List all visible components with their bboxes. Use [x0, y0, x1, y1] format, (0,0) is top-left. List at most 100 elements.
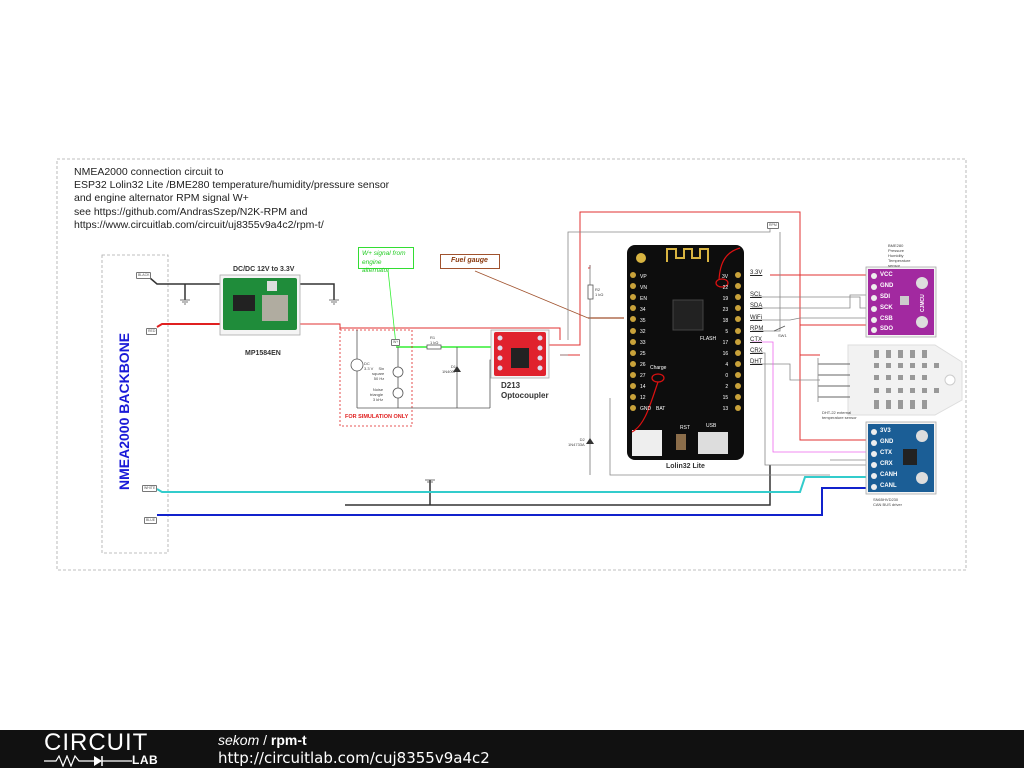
silk-label: 32 [640, 329, 646, 335]
net-label-w-plus: W+ [391, 339, 401, 346]
d2-zener [586, 438, 594, 444]
bme280-pads [871, 273, 877, 333]
can-pin-ctx: CTX [880, 450, 892, 456]
caption-line: Humidity [888, 253, 904, 258]
dcdc-inductor [262, 295, 288, 321]
can-pin-3v3: 3V3 [880, 428, 891, 434]
d1-value: 1N4007 [442, 369, 457, 374]
can-chip [903, 449, 917, 465]
silk-label: 35 [640, 318, 646, 324]
r1-name: R1 [430, 335, 436, 340]
d2-name: D2 [579, 437, 585, 442]
bme280-pin-sck: SCK [880, 305, 893, 311]
dht-body [847, 344, 963, 416]
caption-line: sensor [888, 263, 901, 268]
optocoupler-chip [511, 348, 529, 368]
description-line: ESP32 Lolin32 Lite /BME280 temperature/h… [74, 179, 390, 192]
r2-resistor [587, 284, 594, 300]
optocoupler-name: D213 [501, 381, 521, 390]
silk-label: VN [640, 285, 647, 291]
lolin-pins [630, 272, 741, 411]
bme280-hole [916, 277, 928, 289]
lolin-bat-connector [632, 430, 662, 456]
dht-mount-hole [944, 374, 956, 386]
silk-label: 3V [722, 274, 729, 280]
dcdc-pot [267, 281, 277, 291]
dcdc-title: DC/DC 12V to 3.3V [233, 266, 295, 273]
footer-title: sekom / rpm-t [218, 732, 307, 748]
lolin-usb-label: USB [706, 423, 717, 429]
caption-line: Pressure [888, 248, 905, 253]
square-source-freq: 50 Hz [373, 376, 385, 381]
lolin-esp32-chip [672, 299, 704, 331]
bme280-pin-csb: CSB [880, 316, 893, 322]
dc-source-name: DC [364, 361, 370, 366]
resistor-diode-logo-icon [44, 755, 132, 767]
silk-label: 15 [722, 395, 729, 401]
bme280-pin-gnd: GND [880, 283, 894, 289]
silk-label: 23 [722, 307, 729, 313]
lolin-mount-hole [636, 253, 646, 263]
net-label-blue: BLUE [144, 517, 158, 524]
bme280-pin-sdi: SDI [880, 294, 891, 300]
footer-username[interactable]: sekom [218, 732, 260, 748]
d1-name: D1 [450, 364, 457, 369]
silk-label: 2 [725, 384, 729, 390]
footer-url-link[interactable]: http://circuitlab.com/cuj8355v9a4c2 [218, 749, 490, 767]
square-source-type: square [372, 371, 385, 376]
r1-resistor [426, 344, 442, 350]
pin-label-ctx: CTX [750, 337, 762, 343]
description-line: and engine alternator RPM signal W+ [74, 192, 249, 205]
can-hole [916, 430, 928, 442]
lolin-led-highlight [715, 278, 729, 288]
silk-label: 0 [725, 373, 729, 379]
circuit-description: NMEA2000 connection circuit to ESP32 Lol… [74, 166, 389, 232]
dc-source-value: 3.3 V [364, 366, 374, 371]
bme280-hole [916, 316, 928, 328]
lolin-flash-label: FLASH [700, 336, 717, 342]
silk-label: 33 [640, 340, 646, 346]
silk-label: 26 [640, 362, 646, 368]
optocoupler-pads [497, 335, 543, 371]
backbone-title: NMEA2000 BACKBONE [116, 332, 132, 490]
description-line: https://www.circuitlab.com/circuit/uj835… [74, 218, 324, 231]
can-pin-canl: CANL [880, 483, 897, 489]
pin-label-3v3: 3.3V [750, 270, 763, 276]
silk-label: 22 [722, 285, 729, 291]
silk-label: GND [640, 406, 652, 412]
can-hole [916, 472, 928, 484]
w-signal-note: W+ signal from engine alternator [358, 247, 414, 274]
pin-label-dht: DHT [750, 359, 763, 365]
fuel-gauge-pointer [474, 270, 589, 319]
footer-project[interactable]: rpm-t [270, 732, 307, 748]
dcdc-part-label: MP1584EN [245, 350, 281, 357]
w-note-pointer [387, 269, 397, 346]
pin-label-sda: SDA [750, 303, 763, 309]
lolin-label: Lolin32 Lite [666, 463, 705, 470]
can-pin-gnd: GND [880, 439, 894, 445]
pin-label-scl: SCL [750, 292, 762, 298]
description-line: NMEA2000 connection circuit to [74, 166, 224, 178]
caption-line: DHT-22 external [822, 410, 852, 415]
circuitlab-logo-text[interactable]: CIRCUIT [44, 729, 149, 756]
lolin-bat-label: BAT [656, 406, 666, 412]
silk-label: 27 [640, 373, 646, 379]
silk-label: 13 [722, 406, 729, 412]
optocoupler-type: Optocoupler [501, 391, 549, 400]
footer-separator: / [259, 732, 271, 748]
lolin-charge-label: Charge [650, 365, 667, 371]
simulation-only-label: FOR SIMULATION ONLY [345, 414, 409, 420]
can-pin-crx: CRX [880, 461, 893, 467]
signal-wires [560, 226, 870, 476]
r2-name: R2 [595, 287, 601, 292]
lolin-3v-highlight [718, 247, 741, 281]
